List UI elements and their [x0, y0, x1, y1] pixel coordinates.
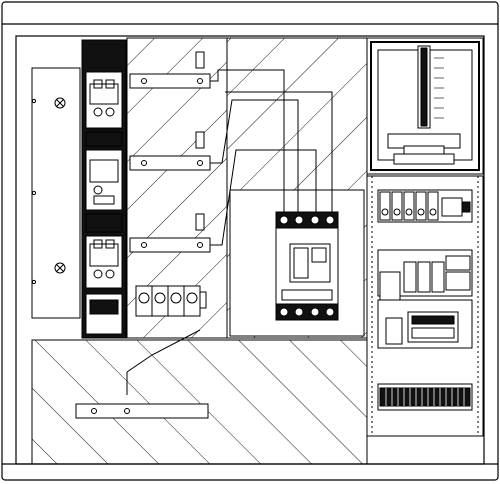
- din-rail-2: [377, 249, 473, 323]
- din-rail-3: [377, 299, 473, 349]
- busbar-connections: [129, 51, 211, 253]
- grounding-bar: [75, 403, 209, 419]
- molded-case-breaker: [275, 211, 339, 321]
- din-rail-panel: [366, 175, 484, 437]
- din-rail-1: [377, 189, 473, 223]
- din-rail-4: [377, 383, 473, 411]
- meter-section: [366, 37, 484, 175]
- wiring: [126, 69, 333, 395]
- bottom-cover-plate: [31, 339, 368, 465]
- fuse-switch-disconnector: [81, 39, 127, 339]
- door-outline: [31, 67, 81, 319]
- terminal-block-group: [135, 285, 207, 317]
